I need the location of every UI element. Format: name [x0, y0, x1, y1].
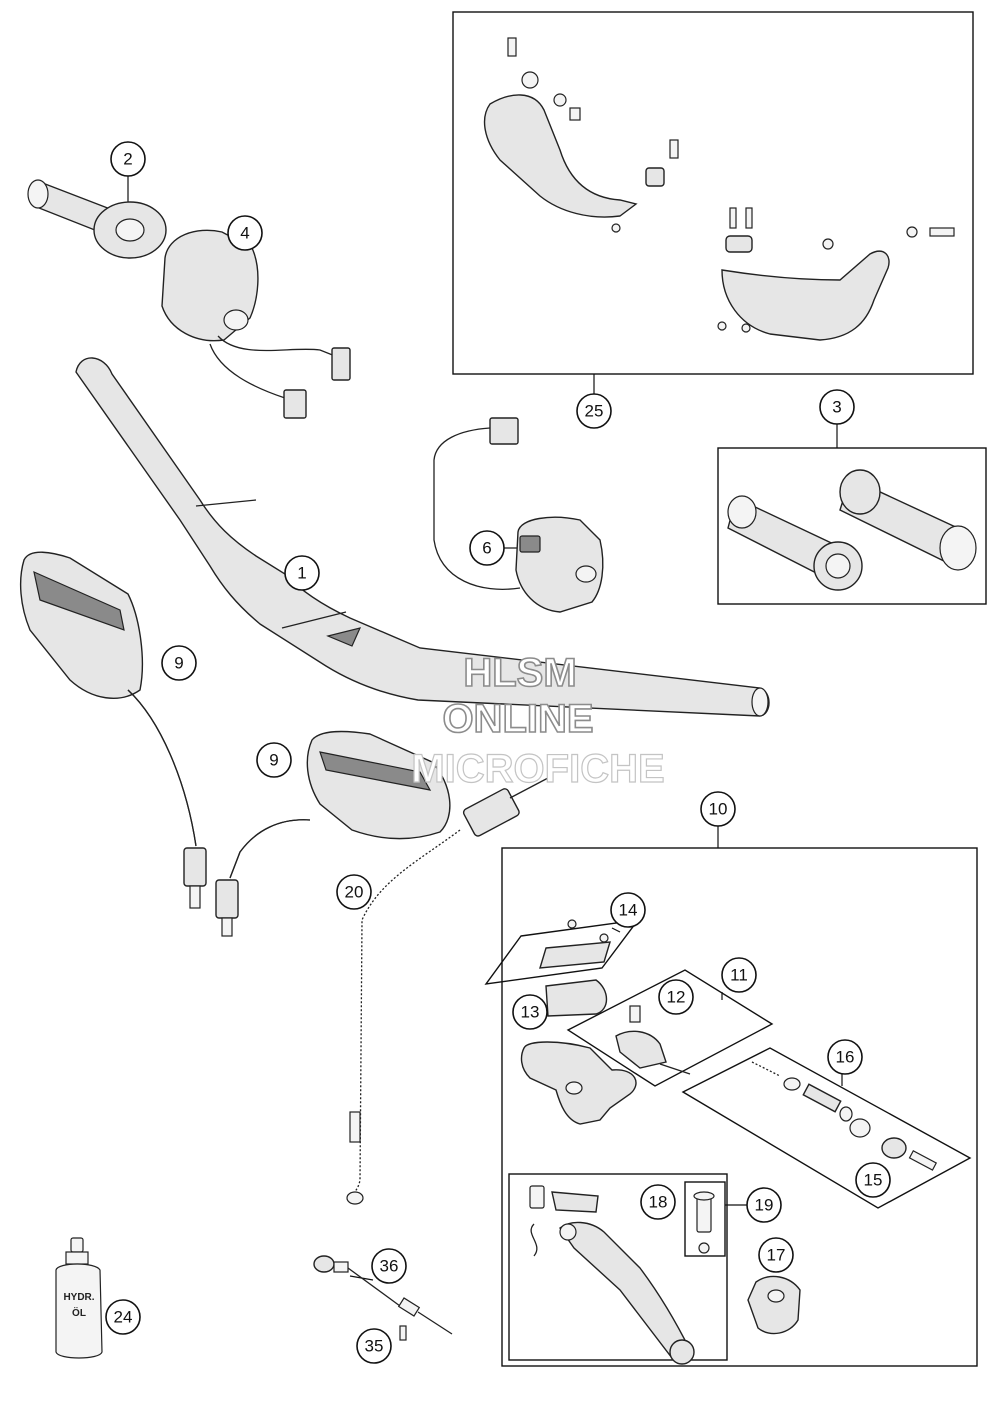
svg-text:16: 16: [836, 1048, 855, 1067]
oil-bottle: HYDR. ÖL: [55, 1237, 103, 1359]
svg-text:24: 24: [114, 1308, 133, 1327]
callout-16[interactable]: 16: [827, 1039, 863, 1075]
callout-18[interactable]: 18: [640, 1184, 676, 1220]
callout-10[interactable]: 10: [700, 791, 736, 827]
callout-2[interactable]: 2: [110, 141, 146, 177]
seal-kit-panel: [681, 1047, 972, 1209]
mirror-right: [215, 730, 451, 937]
svg-text:11: 11: [730, 966, 748, 985]
clutch-switch: [313, 1255, 453, 1341]
svg-text:36: 36: [380, 1257, 399, 1276]
callout-35[interactable]: 35: [356, 1328, 392, 1364]
callout-4[interactable]: 4: [227, 215, 263, 251]
svg-text:9: 9: [269, 751, 278, 770]
svg-text:2: 2: [123, 150, 132, 169]
callouts: 1 2 3 4 6 9 9 10 11 12 13 14 15 16 17 18…: [105, 141, 891, 1364]
callout-1[interactable]: 1: [284, 555, 320, 591]
callout-6[interactable]: 6: [469, 530, 505, 566]
master-cylinder-body: [520, 1041, 637, 1125]
callout-19[interactable]: 19: [746, 1187, 782, 1223]
callout-24[interactable]: 24: [105, 1299, 141, 1335]
callout-3[interactable]: 3: [819, 389, 855, 425]
handguard-right: [717, 207, 955, 341]
callout-9-right[interactable]: 9: [256, 742, 292, 778]
callout-12[interactable]: 12: [658, 979, 694, 1015]
leader-14: [611, 927, 621, 933]
seal-kit-parts: [751, 1061, 938, 1171]
svg-text:10: 10: [709, 800, 728, 819]
handguard-kit-box: [452, 11, 974, 375]
grip-left: [27, 179, 167, 259]
svg-text:14: 14: [619, 901, 638, 920]
handlebar: [75, 357, 770, 717]
svg-text:1: 1: [297, 564, 306, 583]
callout-11[interactable]: 11: [721, 957, 757, 993]
brake-lever: [529, 1185, 695, 1365]
right-switch-housing: [433, 417, 604, 613]
cover-plate-panel: [484, 919, 640, 985]
svg-text:13: 13: [521, 1003, 540, 1022]
svg-text:25: 25: [585, 402, 604, 421]
svg-text:15: 15: [864, 1171, 883, 1190]
watermark: HLSM ONLINE MICROFICHE: [411, 650, 666, 791]
svg-text:18: 18: [649, 1193, 668, 1212]
piston-kit-panel: [566, 969, 774, 1087]
watermark-line2: ONLINE: [442, 697, 593, 741]
callout-20[interactable]: 20: [336, 874, 372, 910]
svg-text:12: 12: [667, 988, 686, 1007]
callout-25[interactable]: 25: [576, 393, 612, 429]
svg-text:19: 19: [755, 1196, 774, 1215]
grip-set-box: [717, 447, 987, 605]
master-cylinder-box: [501, 847, 978, 1367]
callout-9-left[interactable]: 9: [161, 645, 197, 681]
callout-36[interactable]: 36: [371, 1248, 407, 1284]
lever-box: [508, 1173, 728, 1361]
handguard-left: [483, 37, 679, 233]
callout-17[interactable]: 17: [758, 1237, 794, 1273]
svg-text:3: 3: [832, 398, 841, 417]
svg-text:35: 35: [365, 1337, 384, 1356]
lever-cover: [747, 1275, 801, 1335]
clutch-line: [345, 777, 549, 1205]
callout-15[interactable]: 15: [855, 1162, 891, 1198]
pin-kit-box: [684, 1181, 726, 1257]
piston-kit: [615, 1005, 691, 1075]
pivot-pin: [693, 1191, 715, 1254]
svg-text:4: 4: [240, 224, 249, 243]
left-switch-housing: [161, 229, 351, 419]
svg-text:9: 9: [174, 654, 183, 673]
callout-13[interactable]: 13: [512, 994, 548, 1030]
membrane: [545, 979, 608, 1017]
callout-14[interactable]: 14: [610, 892, 646, 928]
cover-plate: [539, 919, 611, 969]
watermark-line3: MICROFICHE: [411, 747, 664, 791]
grip-set: [727, 469, 977, 591]
svg-text:20: 20: [345, 883, 364, 902]
svg-text:6: 6: [482, 539, 491, 558]
watermark-line1: HLSM: [463, 651, 576, 695]
oil-bottle-label-line1: HYDR.: [63, 1292, 94, 1303]
svg-text:17: 17: [767, 1246, 786, 1265]
mirror-left: [19, 551, 207, 909]
oil-bottle-label-line2: ÖL: [72, 1306, 86, 1319]
